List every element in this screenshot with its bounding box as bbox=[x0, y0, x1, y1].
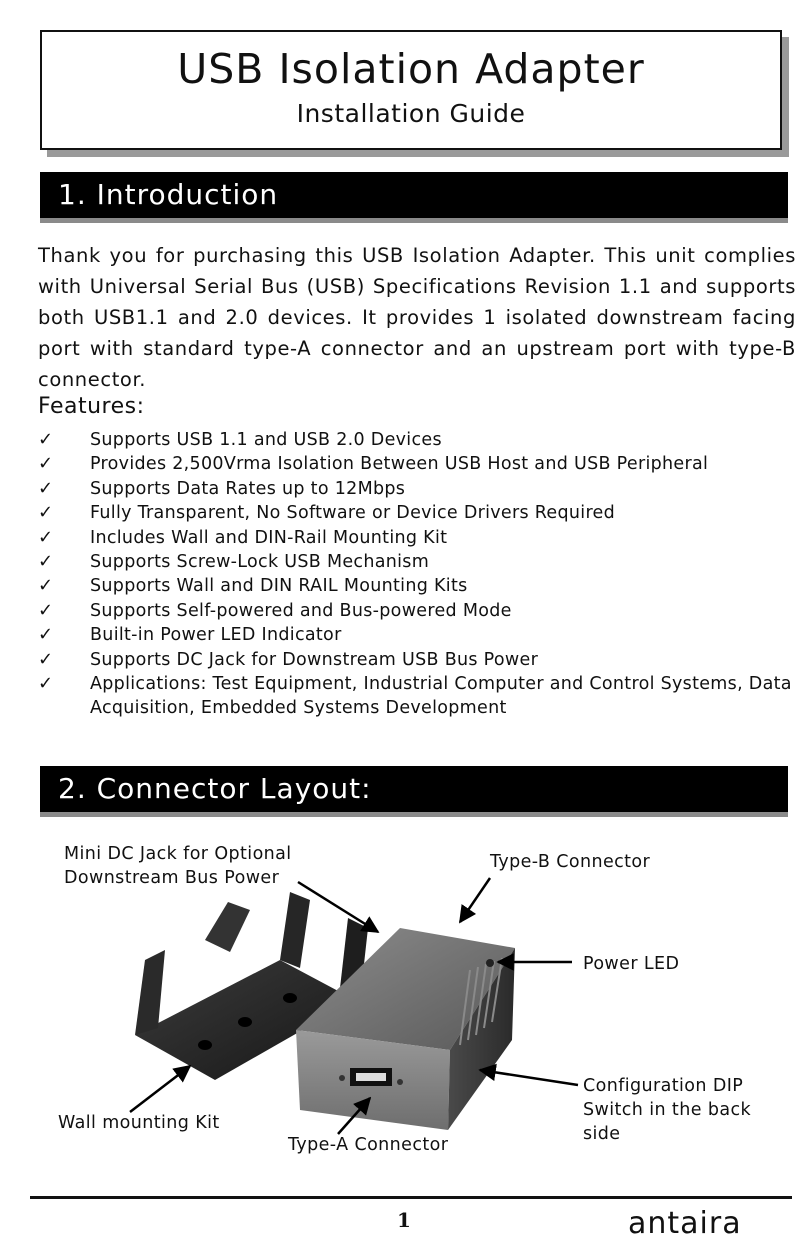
callout-wall-kit: Wall mounting Kit bbox=[58, 1113, 220, 1133]
title-box: USB Isolation Adapter Installation Guide bbox=[40, 30, 782, 150]
check-icon: ✓ bbox=[38, 453, 54, 475]
feature-text: Supports USB 1.1 and USB 2.0 Devices bbox=[90, 430, 442, 450]
feature-text: Provides 2,500Vrma Isolation Between USB… bbox=[90, 454, 709, 475]
feature-text: Supports Wall and DIN RAIL Mounting Kits bbox=[90, 576, 468, 597]
check-icon: ✓ bbox=[38, 551, 54, 573]
check-icon: ✓ bbox=[38, 502, 54, 524]
check-icon: ✓ bbox=[38, 648, 54, 670]
callout-mini-dc-jack: Mini DC Jack for Optional Downstream Bus… bbox=[64, 842, 292, 890]
callout-power-led: Power LED bbox=[583, 954, 680, 974]
check-icon: ✓ bbox=[38, 599, 54, 621]
feature-item: ✓ Built-in Power LED Indicator bbox=[38, 623, 798, 647]
feature-item: ✓ Includes Wall and DIN-Rail Mounting Kit bbox=[38, 526, 798, 550]
isolator-box-icon bbox=[296, 928, 515, 1130]
callout-dip-switch: Configuration DIP Switch in the back sid… bbox=[583, 1074, 751, 1146]
check-icon: ✓ bbox=[38, 624, 54, 646]
section-heading-introduction: 1. Introduction bbox=[40, 172, 788, 218]
feature-text: Supports Self-powered and Bus-powered Mo… bbox=[90, 600, 512, 621]
feature-item: ✓ Supports Wall and DIN RAIL Mounting Kit… bbox=[38, 574, 798, 598]
check-icon: ✓ bbox=[38, 429, 54, 450]
feature-text: Supports Screw-Lock USB Mechanism bbox=[90, 552, 430, 573]
callout-mini-dc-line1: Mini DC Jack for Optional bbox=[64, 844, 292, 864]
product-illustration bbox=[129, 877, 579, 1135]
feature-item: ✓ Supports USB 1.1 and USB 2.0 Devices bbox=[38, 428, 798, 452]
feature-text: Includes Wall and DIN-Rail Mounting Kit bbox=[90, 527, 448, 548]
wall-mount-bracket-icon bbox=[135, 892, 368, 1080]
callout-type-a: Type-A Connector bbox=[288, 1135, 449, 1155]
feature-text: Supports Data Rates up to 12Mbps bbox=[90, 478, 406, 499]
callout-mini-dc-line2: Downstream Bus Power bbox=[64, 868, 280, 888]
section-heading-connector-layout: 2. Connector Layout: bbox=[40, 766, 788, 812]
feature-item: ✓ Supports Screw-Lock USB Mechanism bbox=[38, 550, 798, 574]
feature-item: ✓ Supports Data Rates up to 12Mbps bbox=[38, 477, 798, 501]
callout-dip-line2: Switch in the back bbox=[583, 1100, 752, 1120]
feature-item: ✓ Applications: Test Equipment, Industria… bbox=[38, 672, 798, 721]
check-icon: ✓ bbox=[38, 477, 54, 499]
document-title: USB Isolation Adapter bbox=[177, 45, 645, 93]
connector-diagram: Mini DC Jack for Optional Downstream Bus… bbox=[0, 830, 808, 1160]
feature-item: ✓ Supports DC Jack for Downstream USB Bus… bbox=[38, 648, 798, 672]
page-number: 1 bbox=[397, 1208, 411, 1232]
document-subtitle: Installation Guide bbox=[296, 99, 526, 128]
feature-text: Fully Transparent, No Software or Device… bbox=[90, 503, 616, 524]
feature-item: ✓ Provides 2,500Vrma Isolation Between US… bbox=[38, 452, 798, 476]
feature-text: Supports DC Jack for Downstream USB Bus … bbox=[90, 649, 539, 670]
check-icon: ✓ bbox=[38, 575, 54, 597]
feature-item: ✓ Fully Transparent, No Software or Devic… bbox=[38, 501, 798, 525]
callout-dip-line1: Configuration DIP bbox=[583, 1076, 744, 1096]
footer-rule bbox=[30, 1196, 792, 1199]
feature-text: Built-in Power LED Indicator bbox=[90, 625, 342, 646]
brand-logo: antaira bbox=[628, 1206, 742, 1241]
feature-item: ✓ Supports Self-powered and Bus-powered M… bbox=[38, 599, 798, 623]
intro-paragraph: Thank you for purchasing this USB Isolat… bbox=[38, 244, 796, 391]
features-heading: Features: bbox=[38, 394, 145, 419]
callout-dip-line3: side bbox=[583, 1124, 621, 1144]
feature-list: ✓ Supports USB 1.1 and USB 2.0 Devices ✓ P… bbox=[38, 428, 798, 721]
check-icon: ✓ bbox=[38, 673, 54, 695]
feature-text: Applications: Test Equipment, Industrial… bbox=[90, 674, 792, 719]
callout-arrows bbox=[129, 877, 579, 1135]
check-icon: ✓ bbox=[38, 526, 54, 548]
callout-type-b: Type-B Connector bbox=[490, 852, 651, 872]
